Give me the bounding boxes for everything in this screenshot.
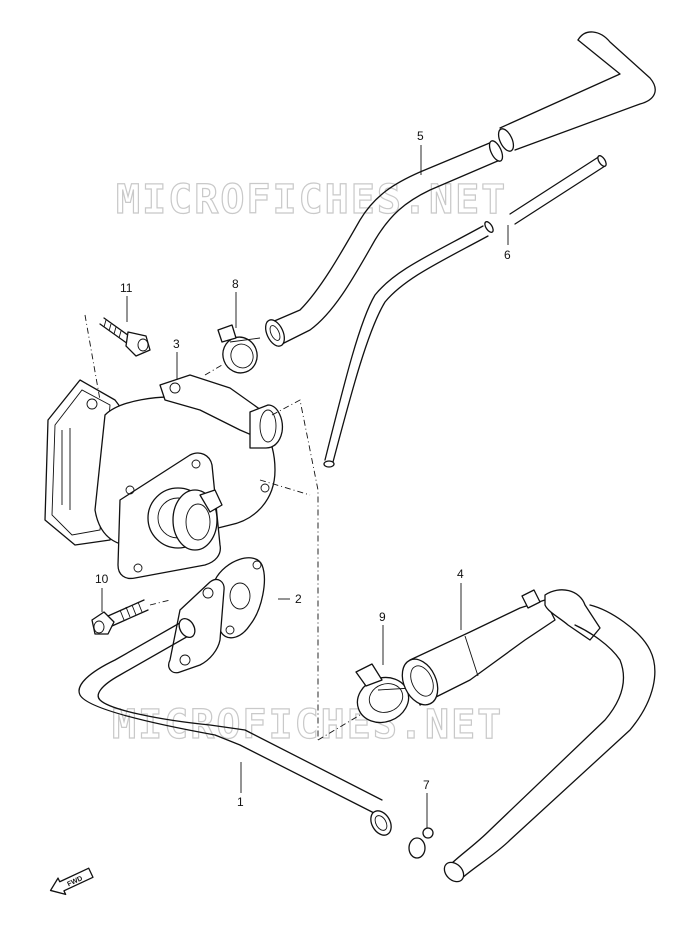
- watermark-top: MICROFICHES.NET: [116, 177, 507, 223]
- label-part-7: 7: [423, 778, 430, 792]
- leader-lines: [101, 145, 509, 828]
- pipe-part-1: [78, 578, 392, 836]
- label-part-1: 1: [237, 795, 244, 809]
- part-labels: 5 6 11 8 3 2 10 9 4 1 7: [95, 129, 511, 809]
- hose-part-4: [401, 589, 656, 883]
- alignment-lines: [84, 314, 361, 741]
- watermark-bottom: MICROFICHES.NET: [112, 702, 503, 748]
- oring-part-7: [408, 827, 434, 859]
- label-part-2: 2: [295, 592, 302, 606]
- valve-part-3: [44, 374, 284, 580]
- label-part-5: 5: [417, 129, 424, 143]
- bolt-part-10: [91, 599, 149, 635]
- label-part-3: 3: [173, 337, 180, 351]
- label-part-9: 9: [379, 610, 386, 624]
- clamp-part-9: [355, 663, 413, 724]
- label-part-10: 10: [95, 572, 109, 586]
- hose-part-6: [323, 155, 607, 468]
- label-part-8: 8: [232, 277, 239, 291]
- forward-arrow-icon: FWD: [49, 867, 94, 896]
- label-part-11: 11: [120, 281, 133, 295]
- hose-part-5: [264, 31, 656, 347]
- bolt-part-11: [99, 317, 151, 357]
- clamp-part-8: [217, 324, 261, 374]
- label-part-4: 4: [457, 567, 464, 581]
- label-part-6: 6: [504, 248, 511, 262]
